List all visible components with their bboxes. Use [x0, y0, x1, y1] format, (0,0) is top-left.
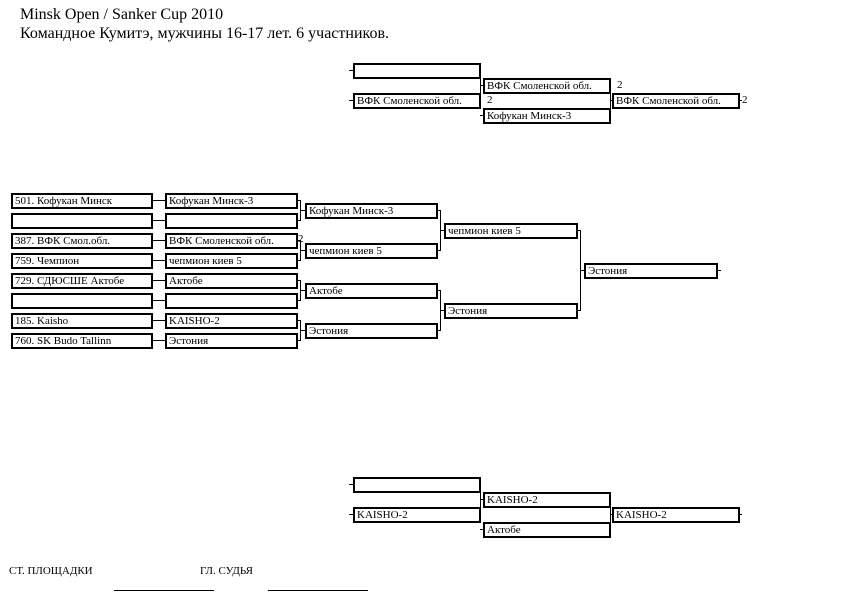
entry-3: 387. ВФК Смол.обл. [11, 233, 153, 249]
connector [480, 499, 483, 500]
rep-bottom-r1-b: KAISHO-2 [353, 507, 481, 523]
round1-slot-7: KAISHO-2 [165, 313, 298, 329]
entry-5: 729. СДЮСШЕ Актобе [11, 273, 153, 289]
connector [151, 300, 165, 301]
connector [300, 250, 305, 251]
connector [296, 260, 300, 261]
round2-slot-4: Эстония [305, 323, 438, 339]
semifinal-slot-2: Эстония [444, 303, 578, 319]
connector [349, 514, 353, 515]
connector [296, 240, 300, 241]
court-chief-label: СТ. ПЛОЩАДКИ [9, 565, 93, 577]
rep-bottom-winner: KAISHO-2 [612, 507, 740, 523]
round1-slot-8: Эстония [165, 333, 298, 349]
rep-bottom-r2-a: KAISHO-2 [483, 492, 611, 508]
connector [610, 100, 612, 101]
rep-top-r1-b-score: 2 [487, 94, 493, 106]
round1-slot-3-score: 2 [298, 233, 304, 245]
connector [436, 210, 440, 211]
connector [480, 115, 483, 116]
rep-top-r1-a [353, 63, 481, 79]
connector [576, 230, 580, 231]
connector [151, 260, 165, 261]
court-chief-signature-line [114, 590, 214, 591]
connector [716, 270, 721, 271]
semifinal-slot-1: чепмион киев 5 [444, 223, 578, 239]
round1-slot-5: Актобе [165, 273, 298, 289]
rep-top-r2-a: ВФК Смоленской обл. [483, 78, 611, 94]
connector [576, 310, 580, 311]
entry-2 [11, 213, 153, 229]
rep-top-winner-score: 2 [742, 94, 748, 106]
round1-slot-1: Кофукан Минск-3 [165, 193, 298, 209]
entry-6 [11, 293, 153, 309]
head-judge-label: ГЛ. СУДЬЯ [200, 565, 253, 577]
connector [151, 240, 165, 241]
rep-bottom-r2-b: Актобе [483, 522, 611, 538]
connector [296, 340, 300, 341]
connector [738, 100, 742, 101]
connector [300, 210, 305, 211]
connector [436, 330, 440, 331]
connector [300, 290, 305, 291]
head-judge-signature-line [268, 590, 368, 591]
rep-top-winner: ВФК Смоленской обл. [612, 93, 740, 109]
entry-8: 760. SK Budo Tallinn [11, 333, 153, 349]
connector [436, 250, 440, 251]
rep-bottom-r1-a [353, 477, 481, 493]
connector [296, 300, 300, 301]
round1-slot-4: чепмион киев 5 [165, 253, 298, 269]
connector [580, 270, 584, 271]
connector [151, 280, 165, 281]
connector [296, 200, 300, 201]
connector [296, 220, 300, 221]
connector [296, 320, 300, 321]
connector [296, 280, 300, 281]
final-winner: Эстония [584, 263, 718, 279]
round2-slot-1: Кофукан Минск-3 [305, 203, 438, 219]
connector [480, 85, 483, 86]
rep-top-r2-b: Кофукан Минск-3 [483, 108, 611, 124]
round2-slot-2: чепмион киев 5 [305, 243, 438, 259]
connector [480, 529, 483, 530]
entry-4: 759. Чемпион [11, 253, 153, 269]
connector [440, 230, 444, 231]
connector [300, 330, 305, 331]
connector [151, 320, 165, 321]
connector [440, 310, 444, 311]
connector [349, 70, 353, 71]
round2-slot-3: Актобе [305, 283, 438, 299]
round1-slot-3: ВФК Смоленской обл. [165, 233, 298, 249]
round1-slot-2 [165, 213, 298, 229]
connector [151, 340, 165, 341]
connector [349, 484, 353, 485]
connector [349, 100, 353, 101]
connector [151, 220, 165, 221]
rep-top-r2-a-score: 2 [617, 79, 623, 91]
connector [610, 514, 612, 515]
rep-top-r1-b: ВФК Смоленской обл. [353, 93, 481, 109]
entry-1: 501. Кофукан Минск [11, 193, 153, 209]
connector [436, 290, 440, 291]
category-title: Командное Кумитэ, мужчины 16-17 лет. 6 у… [20, 25, 390, 42]
entry-7: 185. Kaisho [11, 313, 153, 329]
connector [151, 200, 165, 201]
round1-slot-6 [165, 293, 298, 309]
connector [738, 514, 742, 515]
event-title: Minsk Open / Sanker Cup 2010 [20, 6, 224, 23]
